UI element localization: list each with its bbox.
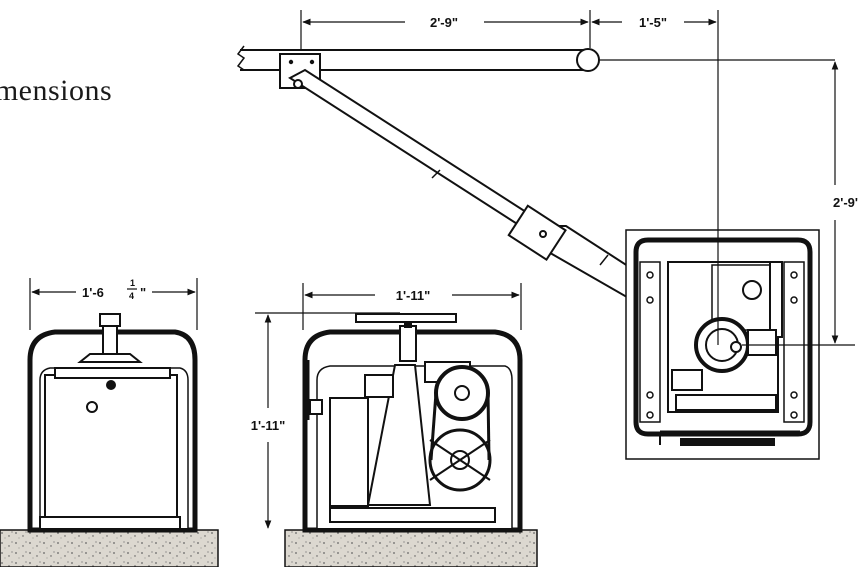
dim-front-width-den: 4 [129,291,134,301]
dimension-labels: 2'-9" 1'-5" 2'-9' 1'-6 1 4 " 1'-11" 1'-1… [82,15,858,433]
concrete-pad-left [0,529,219,568]
front-view [0,278,219,568]
dim-side-width: 1'-11" [396,288,431,303]
dim-front-width-main: 1'-6 [82,285,104,300]
dim-top-offset: 1'-5" [639,15,667,30]
operator-top-view [625,229,855,460]
dim-front-width-num: 1 [130,278,135,288]
gear-icon [742,280,762,300]
wall-beam [236,45,835,72]
concrete-pad-right [284,529,538,568]
pivot-circle [576,48,600,72]
dim-top-arm-span: 2'-9" [430,15,458,30]
top-view [236,10,855,460]
dim-vertical-offset: 2'-9' [833,195,858,210]
dim-side-height: 1'-11" [251,418,286,433]
dim-front-width-tail: " [140,285,146,300]
side-view [255,283,538,568]
top-dimension-lines [300,10,839,345]
figure-title: imensions [0,74,113,107]
